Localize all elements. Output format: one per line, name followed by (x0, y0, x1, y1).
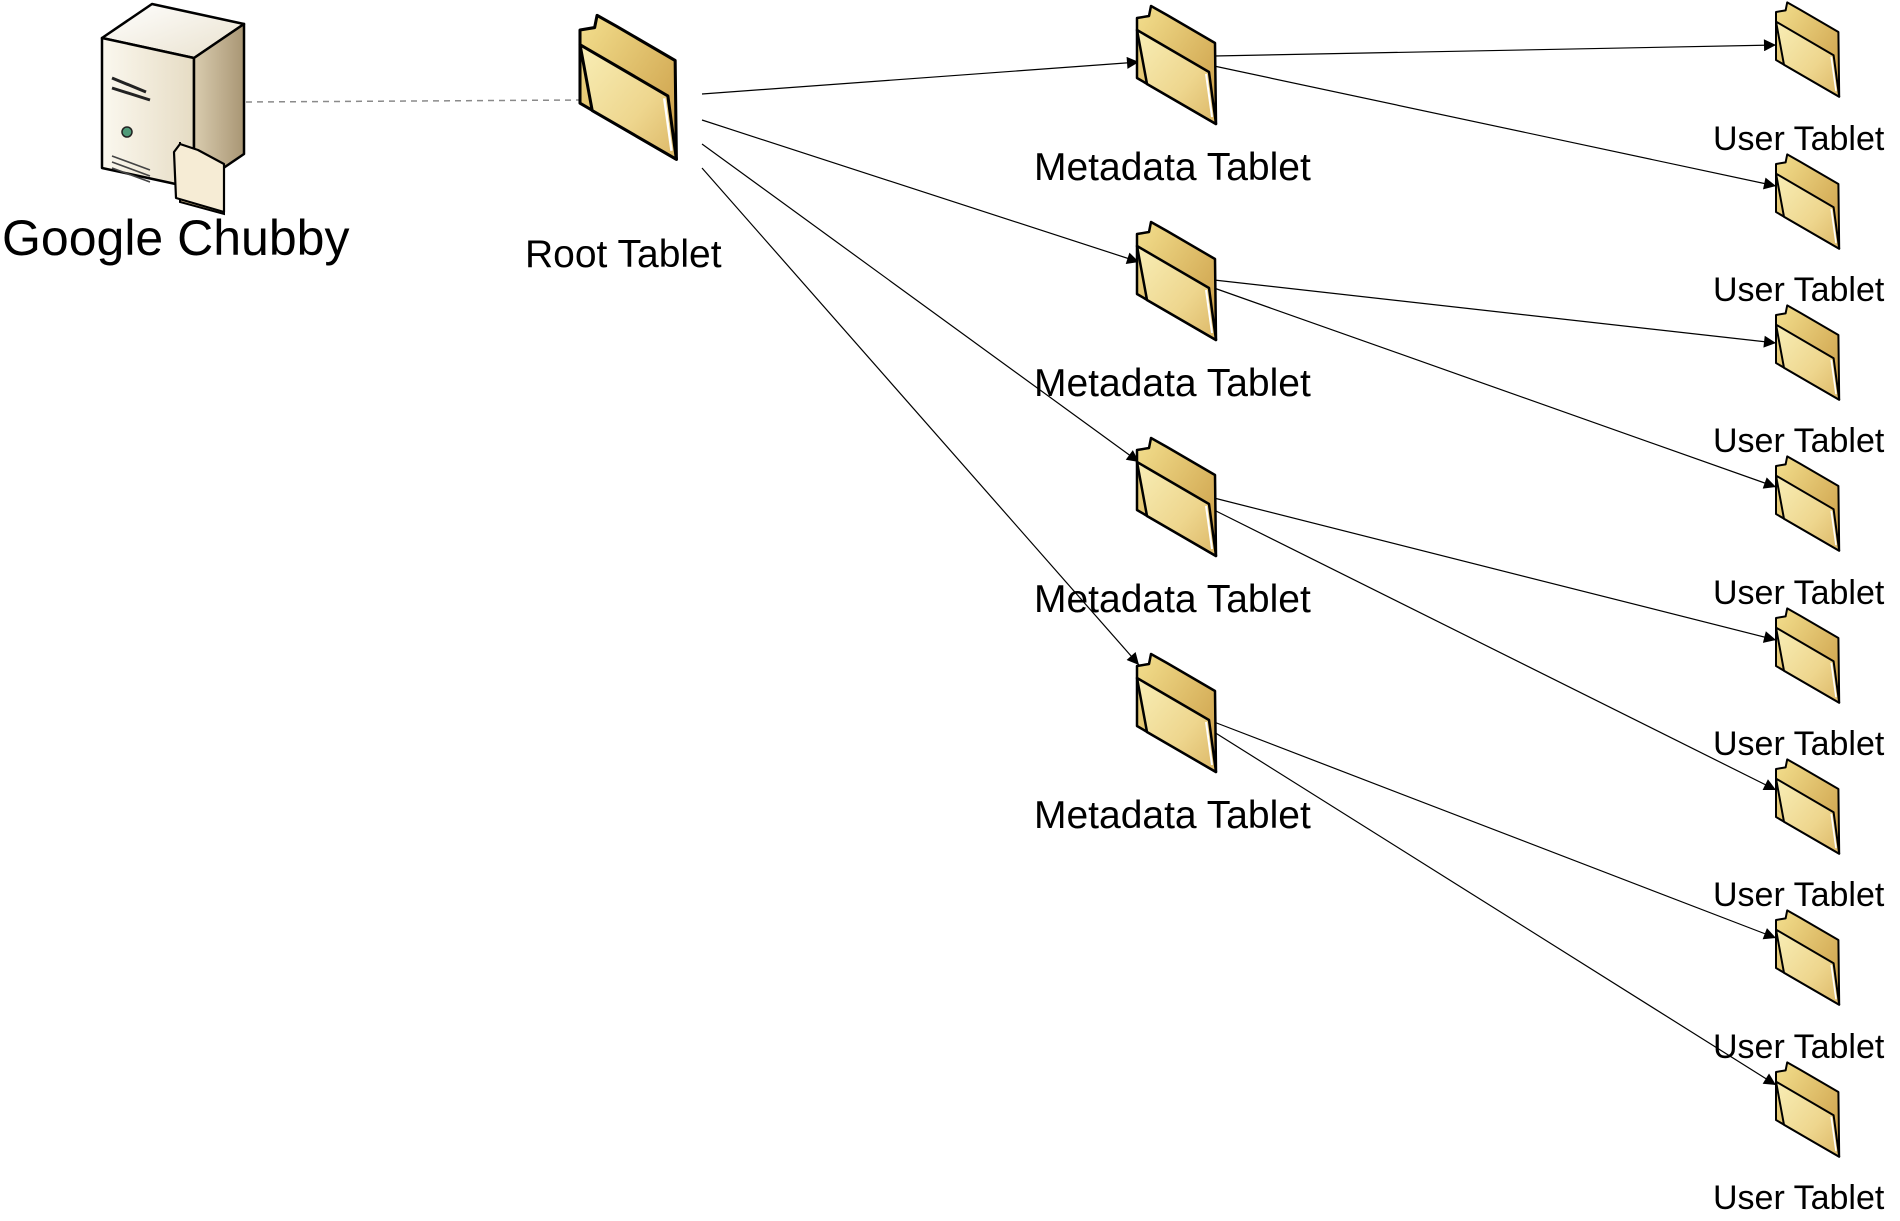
metadata-tablet-folder-icon-2 (1135, 220, 1218, 342)
metadata-tablet-folder-icon-1 (1135, 4, 1218, 126)
metadata-1-to-user-arrow-1 (1213, 39, 1777, 57)
metadata-2-to-user-arrow-4 (1213, 287, 1777, 489)
user-tablet-folder-icon-3 (1774, 304, 1841, 401)
user-tablet-label-8: User Tablet (1713, 1179, 1885, 1217)
metadata-tablet-folder-icon-4 (1135, 652, 1218, 774)
user-tablet-folder-icon-7 (1774, 909, 1841, 1006)
user-tablet-label-7: User Tablet (1713, 1028, 1885, 1066)
root-to-metadata-arrow-2 (701, 119, 1140, 264)
root-to-metadata-arrow-1 (701, 56, 1140, 95)
user-tablet-folder-icon-6 (1774, 758, 1841, 855)
root-to-metadata-arrow-4 (701, 167, 1140, 666)
user-tablet-label-5: User Tablet (1713, 725, 1885, 763)
user-tablet-folder-icon-8 (1774, 1061, 1841, 1158)
root-to-metadata-arrow-3 (701, 143, 1140, 463)
metadata-3-to-user-arrow-6 (1213, 509, 1777, 791)
metadata-4-to-user-arrow-8 (1213, 731, 1777, 1086)
user-tablet-folder-icon-1 (1774, 1, 1841, 98)
user-tablet-label-1: User Tablet (1713, 120, 1885, 158)
metadata-tablet-folder-icon-3 (1135, 436, 1218, 558)
metadata-tablet-label-4: Metadata Tablet (1034, 794, 1311, 837)
chubby-root-link (245, 99, 583, 103)
user-tablet-label-4: User Tablet (1713, 574, 1885, 612)
metadata-2-to-user-arrow-3 (1213, 279, 1777, 348)
connections-layer (245, 39, 1777, 1086)
metadata-tablet-label-2: Metadata Tablet (1034, 362, 1311, 405)
metadata-tablet-label-3: Metadata Tablet (1034, 578, 1311, 621)
user-tablet-label-2: User Tablet (1713, 271, 1885, 309)
user-tablet-folder-icon-5 (1774, 607, 1841, 704)
chubby-label: Google Chubby (2, 210, 349, 266)
root-tablet-label: Root Tablet (525, 233, 722, 276)
metadata-3-to-user-arrow-5 (1213, 497, 1777, 643)
metadata-1-to-user-arrow-2 (1213, 65, 1777, 190)
root-tablet-folder-icon (578, 13, 678, 161)
user-tablet-folder-icon-2 (1774, 153, 1841, 250)
nodes-layer (100, 1, 1841, 1158)
user-tablet-label-3: User Tablet (1713, 422, 1885, 460)
user-tablet-folder-icon-4 (1774, 455, 1841, 552)
metadata-tablet-label-1: Metadata Tablet (1034, 146, 1311, 189)
server-icon (100, 2, 246, 216)
metadata-4-to-user-arrow-7 (1213, 721, 1777, 940)
user-tablet-label-6: User Tablet (1713, 876, 1885, 914)
